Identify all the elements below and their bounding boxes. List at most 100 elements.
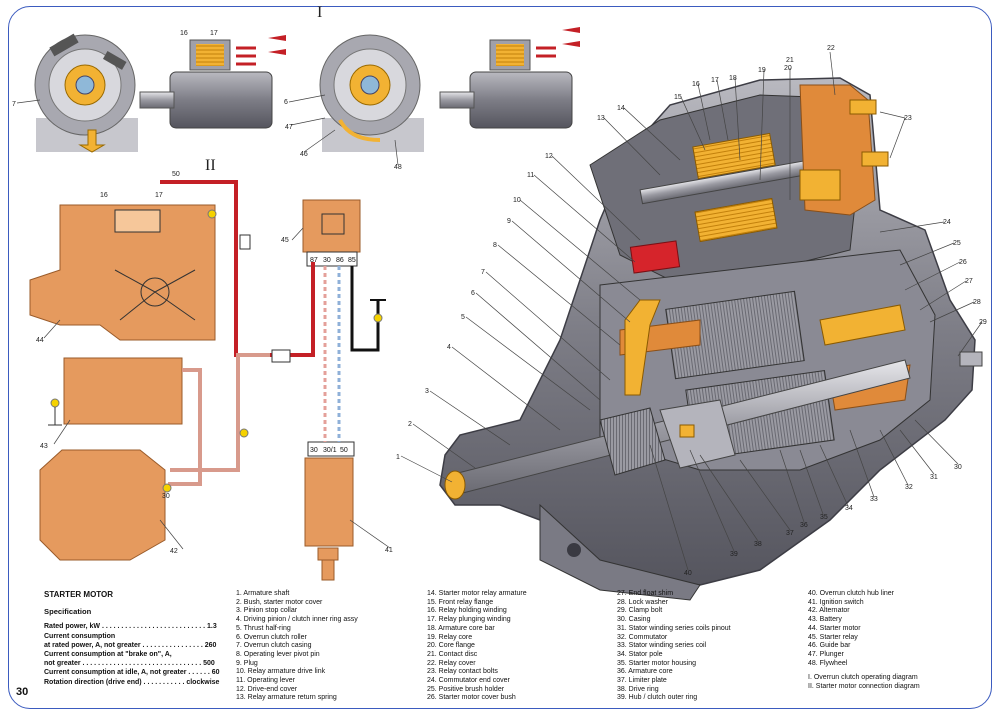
legend-item: 32. Commutator bbox=[617, 633, 668, 641]
driving-pinion bbox=[599, 407, 666, 476]
legend-item: 2. Bush, starter motor cover bbox=[236, 598, 323, 606]
rotation-arrow bbox=[78, 129, 106, 153]
legend-item: 38. Drive ring bbox=[617, 685, 659, 693]
ground-symbol bbox=[48, 407, 62, 426]
callout-numbers: 1 2 3 4 5 6 7 8 9 10 11 12 13 14 15 16 1… bbox=[12, 30, 987, 577]
callout-42: 42 bbox=[170, 548, 178, 555]
legend-item: 31. Stator winding series coils pinout bbox=[617, 624, 731, 632]
relay-winding bbox=[196, 44, 224, 66]
callout-16-wiring: 16 bbox=[100, 192, 108, 199]
callout-46: 46 bbox=[300, 151, 308, 158]
callout-18: 18 bbox=[729, 75, 737, 82]
starter-relay-windings bbox=[114, 209, 161, 233]
brush-holder bbox=[819, 304, 906, 346]
mounting-hole bbox=[567, 543, 581, 557]
legend-item: 19. Relay core bbox=[427, 633, 473, 641]
callout-43: 43 bbox=[40, 443, 48, 450]
drive-shaft bbox=[139, 91, 175, 109]
field-winding-schematic bbox=[114, 269, 196, 321]
pinion-hub bbox=[75, 75, 95, 95]
legend-item: 15. Front relay flange bbox=[427, 598, 494, 606]
terminal-leads bbox=[236, 46, 256, 66]
overrun-clutch bbox=[659, 399, 736, 469]
callout-37: 37 bbox=[786, 530, 794, 537]
callout-50: 50 bbox=[172, 171, 180, 178]
terminal-leads bbox=[536, 46, 556, 58]
legend-item: 30. Casing bbox=[617, 616, 651, 624]
current-arrow bbox=[562, 27, 580, 47]
switch-terminal-block bbox=[307, 441, 355, 457]
legend-item: 40. Overrun clutch hub liner bbox=[808, 590, 894, 597]
legend-item: 26. Starter motor cover bush bbox=[427, 694, 516, 702]
connection-point bbox=[162, 483, 172, 493]
legend-item: 6. Overrun clutch roller bbox=[236, 633, 307, 641]
legend-item: 22. Relay cover bbox=[427, 659, 476, 667]
callout-17-fig1: 17 bbox=[210, 30, 218, 37]
callout-24: 24 bbox=[943, 219, 951, 226]
ignition-key bbox=[317, 547, 339, 581]
callout-20: 20 bbox=[784, 65, 792, 72]
relay-terminal-block bbox=[306, 251, 358, 267]
contact-bolt bbox=[861, 151, 889, 167]
connection-point bbox=[207, 209, 217, 219]
legend-item: 20. Core flange bbox=[427, 642, 475, 650]
legend-item: 3. Pinion stop collar bbox=[236, 607, 298, 615]
legend-column-3: 27. End float shim 28. Lock washer 29. C… bbox=[617, 590, 731, 703]
callout-31: 31 bbox=[930, 474, 938, 481]
callout-12: 12 bbox=[545, 153, 553, 160]
callout-7-fig1: 7 bbox=[12, 101, 16, 108]
relay-terminal-85: 85 bbox=[348, 257, 356, 264]
ground-point bbox=[373, 313, 383, 323]
callout-4: 4 bbox=[447, 344, 451, 351]
legend-column-2: 14. Starter motor relay armature 15. Fro… bbox=[427, 590, 527, 703]
callout-25: 25 bbox=[953, 240, 961, 247]
legend-item: 36. Armature core bbox=[617, 668, 673, 676]
fuse bbox=[239, 234, 251, 250]
spec-row: at rated power, A, not greater . . . . .… bbox=[44, 641, 217, 649]
callout-16: 16 bbox=[692, 81, 700, 88]
callout-40: 40 bbox=[684, 570, 692, 577]
battery-43 bbox=[63, 357, 183, 425]
legend-item: 18. Armature core bar bbox=[427, 624, 495, 632]
relay-holding-winding bbox=[692, 132, 776, 180]
starter-motor-armature bbox=[140, 277, 170, 307]
clutch-roller bbox=[49, 33, 79, 57]
callout-8: 8 bbox=[493, 242, 497, 249]
wire-relay-87 bbox=[282, 262, 315, 357]
callout-33: 33 bbox=[870, 496, 878, 503]
drive-end-cover bbox=[539, 503, 701, 601]
callout-10: 10 bbox=[513, 197, 521, 204]
relay-front-flange bbox=[629, 240, 681, 274]
figure-label-ii: II bbox=[205, 157, 216, 174]
callout-34: 34 bbox=[845, 505, 853, 512]
figure-label-i: I bbox=[317, 4, 323, 21]
legend-item: 8. Operating lever pivot pin bbox=[236, 650, 320, 658]
legend-item: 17. Relay plunging winding bbox=[427, 616, 511, 624]
callout-3: 3 bbox=[425, 388, 429, 395]
page-frame bbox=[8, 6, 992, 709]
callout-32: 32 bbox=[905, 484, 913, 491]
callout-17: 17 bbox=[711, 77, 719, 84]
engagement-lever bbox=[338, 119, 381, 142]
legend-item: 5. Thrust half-ring bbox=[236, 624, 291, 632]
clutch-roller bbox=[679, 424, 695, 438]
callout-19: 19 bbox=[758, 67, 766, 74]
wire-alternator bbox=[170, 353, 270, 472]
spec-heading: Specification bbox=[44, 607, 92, 617]
legend-item: 47. Plunger bbox=[808, 650, 844, 658]
clutch-roller bbox=[102, 51, 127, 70]
legend-item: 13. Relay armature return spring bbox=[236, 694, 337, 702]
legend-item: 12. Drive-end cover bbox=[236, 685, 298, 693]
legend-item: 27. End float shim bbox=[617, 590, 674, 597]
callout-22: 22 bbox=[827, 45, 835, 52]
switch-terminal-50: 50 bbox=[340, 447, 348, 454]
starter-cutaway bbox=[439, 77, 983, 601]
ignition-switch-41 bbox=[304, 457, 354, 547]
spec-row: Rated power, kW . . . . . . . . . . . . … bbox=[44, 623, 217, 631]
legend-item: 46. Guide bar bbox=[808, 642, 851, 650]
legend-diagram-item: I. Overrun clutch operating diagram bbox=[808, 674, 918, 682]
spec-row: Current consumption at idle, A, not grea… bbox=[44, 669, 220, 677]
relay-terminal-87: 87 bbox=[310, 257, 318, 264]
starter-housing bbox=[169, 71, 273, 129]
